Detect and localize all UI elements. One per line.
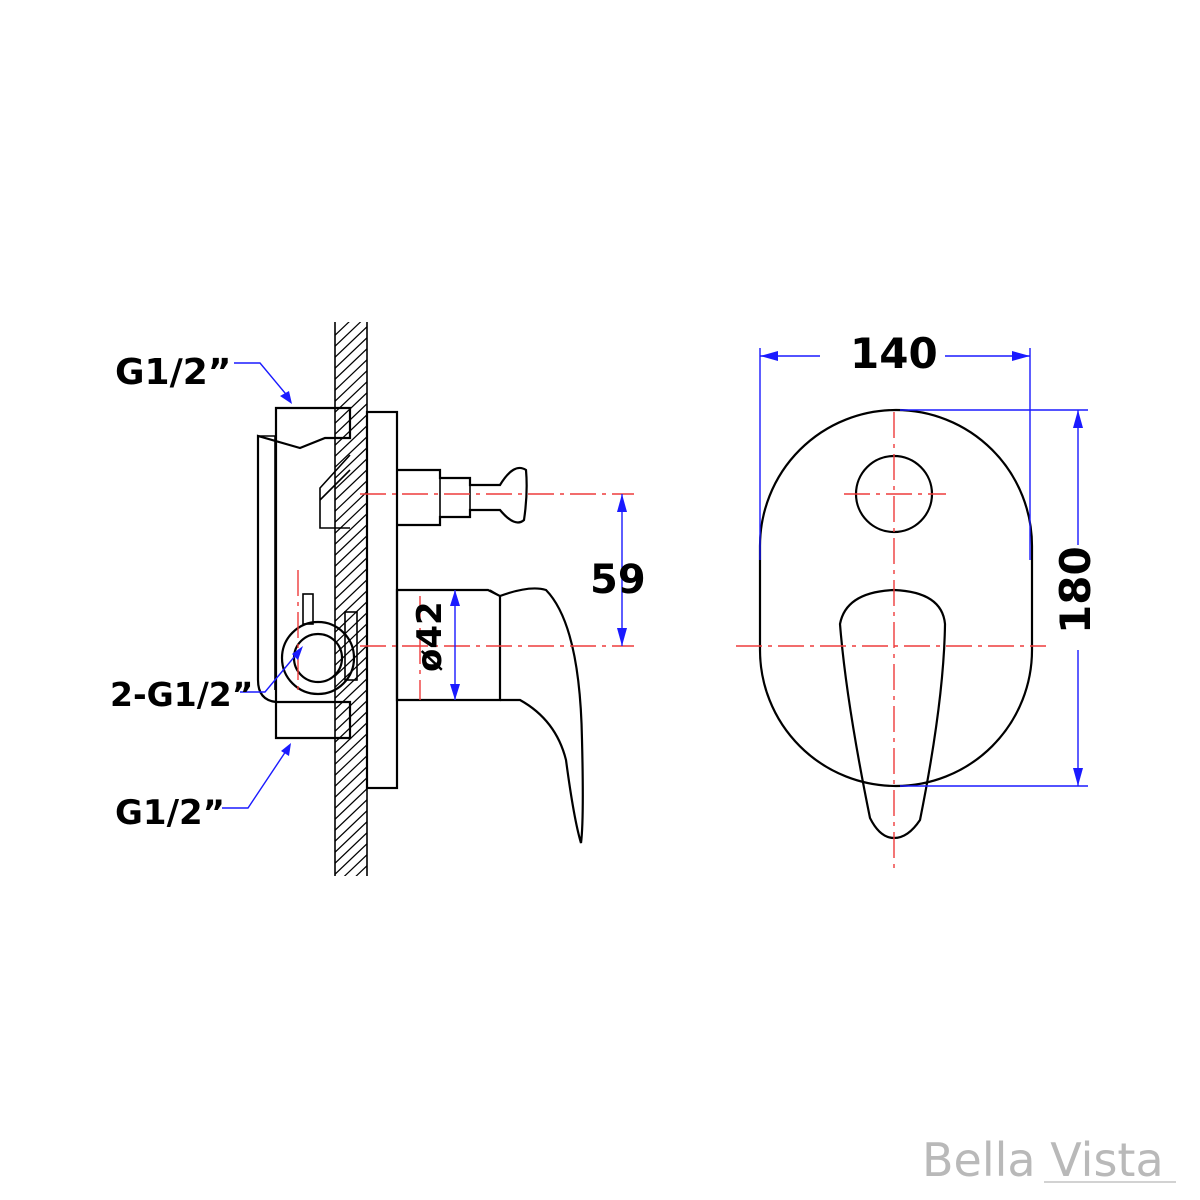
label-outlet: 2-G1/2” — [110, 675, 253, 714]
outlet-port-outer — [280, 620, 356, 696]
wall-hatch-line — [335, 765, 367, 799]
wall-hatch-line — [335, 589, 367, 623]
wall-hatch-line — [335, 611, 367, 645]
dim-180 — [900, 409, 1088, 787]
brand-text: Bella Vista — [922, 1133, 1164, 1187]
wall-hatch-line — [335, 380, 367, 414]
valve-body — [256, 406, 358, 740]
wall-hatch-line — [335, 600, 367, 634]
wall-hatch-line — [335, 468, 367, 502]
wall-hatch-line — [330, 894, 372, 934]
wall-hatch-line — [335, 776, 367, 810]
wall-hatch-line — [335, 545, 367, 579]
wall-section — [330, 322, 372, 956]
wall-plate — [365, 410, 399, 790]
wall-hatch-line — [335, 677, 367, 711]
leader-inlet-bottom — [222, 743, 291, 809]
wall-hatch-line — [335, 666, 367, 700]
wall-hatch-line — [343, 853, 367, 876]
wall-hatch-line — [335, 479, 367, 513]
dim-59 — [617, 494, 627, 646]
leader-inlet-top — [234, 362, 292, 404]
wall-hatch-line — [335, 842, 367, 876]
wall-hatch-line — [335, 743, 367, 777]
wall-hatch-line — [335, 754, 367, 788]
leader-outlet — [240, 646, 303, 693]
lever-side — [395, 587, 584, 844]
wall-hatch-line — [366, 875, 367, 876]
wall-hatch-line — [335, 457, 367, 491]
dim-140 — [759, 348, 1031, 560]
dim-diameter — [450, 590, 460, 700]
wall-hatch-line — [335, 358, 367, 392]
wall-hatch-line — [335, 578, 367, 612]
wall-hatch-line — [335, 424, 367, 458]
label-inlet-top: G1/2” — [115, 352, 231, 393]
wall-hatch-line — [355, 864, 367, 876]
wall-hatch-line — [335, 534, 367, 568]
wall-hatch-line — [335, 556, 367, 590]
side-view: G1/2” 2-G1/2” G1/2” ø42 59 — [110, 322, 646, 956]
wall-hatch-line — [335, 446, 367, 480]
label-180: 180 — [1051, 546, 1100, 634]
wall-hatch-line — [330, 905, 372, 945]
label-140: 140 — [850, 329, 938, 378]
front-view: 140 180 — [736, 329, 1100, 870]
wall-hatch-line — [335, 435, 367, 469]
cover-plate — [758, 408, 1034, 788]
wall-hatch-line — [335, 732, 367, 766]
wall-hatch-line — [335, 501, 367, 535]
label-diameter: ø42 — [410, 601, 450, 672]
lever-front — [838, 588, 947, 840]
wall-hatch-line — [335, 512, 367, 546]
wall-hatch-line — [335, 347, 367, 381]
label-inlet-bottom: G1/2” — [115, 793, 225, 833]
wall-hatch-line — [335, 798, 367, 832]
wall-hatch-line — [335, 787, 367, 821]
wall-hatch-line — [335, 633, 367, 667]
wall-hatch-line — [335, 523, 367, 557]
wall-hatch-line — [335, 567, 367, 601]
wall-hatch-line — [335, 820, 367, 854]
wall-hatch-line — [335, 322, 350, 337]
wall-hatch-line — [335, 322, 362, 348]
diverter-knob — [397, 466, 528, 527]
wall-hatch-line — [335, 809, 367, 843]
wall-hatch-line — [335, 490, 367, 524]
wall-hatch-line — [335, 831, 367, 865]
wall-hatch-line — [335, 369, 367, 403]
label-59: 59 — [590, 557, 646, 603]
wall-hatch-line — [330, 883, 372, 923]
wall-hatch-line — [335, 325, 367, 359]
wall-hatch-line — [335, 622, 367, 656]
wall-hatch-line — [335, 336, 367, 370]
brand-watermark: Bella Vista — [922, 1133, 1176, 1187]
wall-hatch-line — [330, 916, 372, 956]
